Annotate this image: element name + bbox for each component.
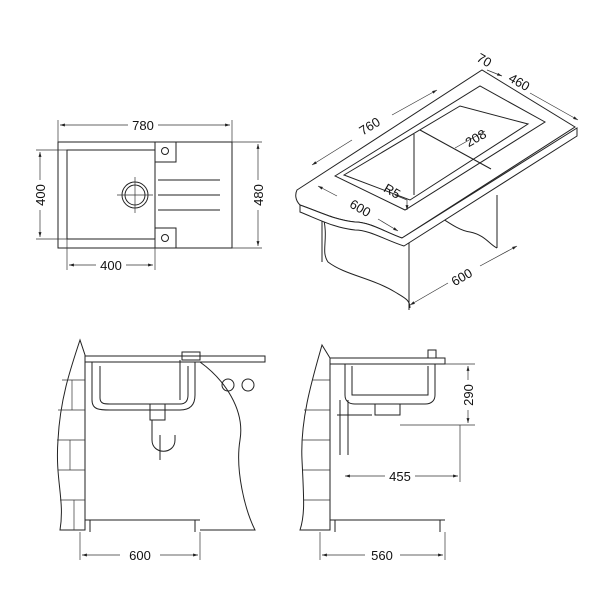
- tap-hole-bottom: [154, 227, 177, 249]
- tap-hole-bottom-icon: [161, 234, 169, 242]
- countertop-top: [295, 69, 576, 239]
- bowl-divider: [419, 129, 492, 170]
- bowl-width-dimension: 400: [100, 258, 122, 273]
- iso-length-dimension: 760: [356, 114, 382, 138]
- drain-pipe: [337, 400, 401, 455]
- sink-rim: [333, 85, 546, 211]
- drainboard-grooves: [158, 179, 220, 211]
- tap-hole-top-icon: [161, 147, 169, 155]
- side-section-view: 290 455 560: [299, 343, 476, 563]
- front-section-view: 600: [56, 338, 266, 563]
- bowl-outline: [66, 149, 156, 240]
- isometric-view: 760 460 70 208 R5 600 600: [295, 50, 579, 310]
- tap-base: [427, 349, 437, 359]
- wall-cutout: [199, 361, 256, 531]
- iso-radius-dimension: R5: [381, 180, 403, 201]
- sink-bowl: [91, 362, 196, 411]
- iso-cabinet-dimension: 600: [449, 265, 475, 289]
- wall-bricks: [56, 338, 86, 531]
- countertop: [330, 357, 446, 365]
- side-cabinet-depth-dimension: 560: [371, 548, 393, 563]
- plan-height-dimension: 480: [251, 184, 266, 206]
- sink-bowl: [344, 364, 436, 405]
- plan-view: 780 480 400 400: [33, 118, 266, 273]
- bowl-height-dimension: 400: [33, 184, 48, 206]
- bowl-depth-dimension: 290: [461, 384, 476, 406]
- drain-trap: [149, 360, 181, 460]
- sink-opening: [342, 105, 530, 201]
- tap-hole-top: [154, 141, 177, 163]
- drain-icon: [117, 177, 153, 213]
- tap-base: [181, 351, 201, 361]
- drain-offset-dimension: 455: [389, 469, 411, 484]
- front-cabinet-width-dimension: 600: [129, 548, 151, 563]
- pipe-hole-icon: [241, 378, 255, 392]
- countertop-edge: [299, 127, 578, 247]
- countertop: [85, 355, 266, 363]
- iso-rim-dimension: 70: [474, 50, 494, 70]
- plan-width-dimension: 780: [132, 118, 154, 133]
- sink-outline: [57, 141, 233, 249]
- wall-bricks: [299, 343, 331, 531]
- cabinet-left-wave: [321, 211, 411, 309]
- pipe-hole-icon: [221, 378, 235, 392]
